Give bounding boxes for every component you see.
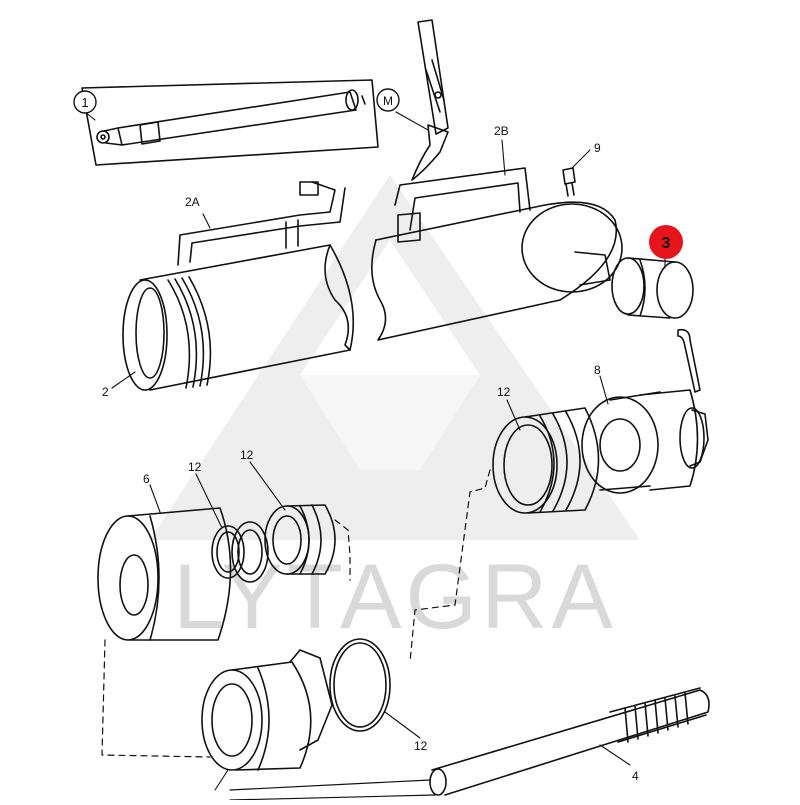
leader-lines: [84, 111, 666, 791]
cylinder-assembly-inset: [81, 79, 379, 166]
callout-6: 6: [143, 472, 150, 486]
o-ring: [329, 638, 391, 732]
callout-1: 1: [81, 95, 88, 110]
wiper-ring: [211, 521, 269, 583]
piston-seal-set: [492, 407, 600, 514]
assembly-guide-lines: [101, 469, 491, 758]
bushing: [611, 257, 694, 319]
callout-2: 2: [102, 385, 109, 399]
callout-12c: 12: [240, 448, 254, 462]
grease-nipple: [562, 167, 576, 197]
callout-1-badge: 1: [73, 90, 97, 114]
callout-2b: 2B: [494, 124, 509, 138]
piston-nut: [639, 389, 709, 491]
piston-rod: [229, 687, 710, 801]
barrel-pipe-2b: [371, 167, 623, 341]
callout-12d: 12: [414, 739, 428, 753]
mounting-bracket: [411, 19, 449, 181]
barrel-pipe-2a: [177, 181, 346, 266]
cotter-pin: [677, 328, 701, 393]
cylinder-barrel: [122, 244, 355, 391]
callout-4: 4: [632, 769, 639, 783]
callout-8: 8: [594, 363, 601, 377]
callout-9: 9: [594, 141, 601, 155]
callout-12b: 12: [188, 460, 202, 474]
callout-2a: 2A: [185, 195, 200, 209]
rod-seal-set: [264, 504, 336, 575]
callout-3-badge[interactable]: 3: [649, 225, 683, 259]
watermark-text: LYTAGRA: [173, 546, 617, 648]
callout-m: M: [383, 94, 393, 108]
callout-3: 3: [662, 235, 671, 252]
callout-m-badge: M: [376, 88, 400, 112]
piston: [201, 649, 333, 771]
watermark-logo: [150, 175, 640, 540]
callout-12a: 12: [497, 385, 511, 399]
